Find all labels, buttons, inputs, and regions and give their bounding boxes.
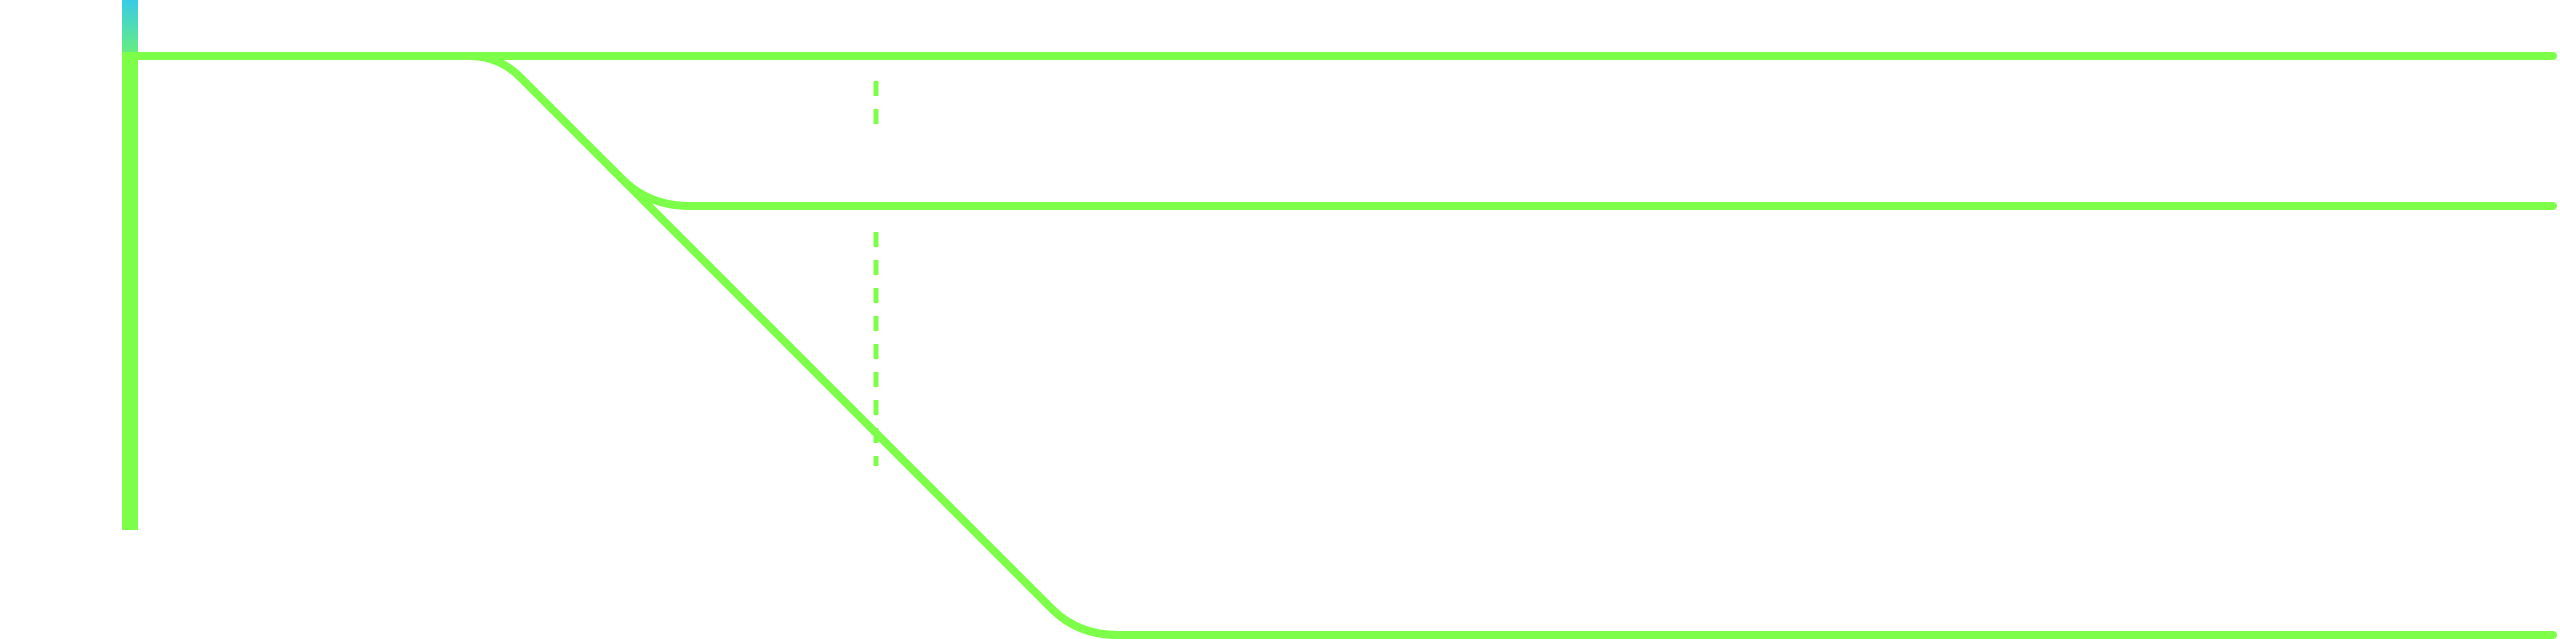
trunk-solid-segment	[122, 52, 138, 530]
bottom-branch	[606, 163, 2557, 639]
middle-branch	[126, 52, 2557, 210]
